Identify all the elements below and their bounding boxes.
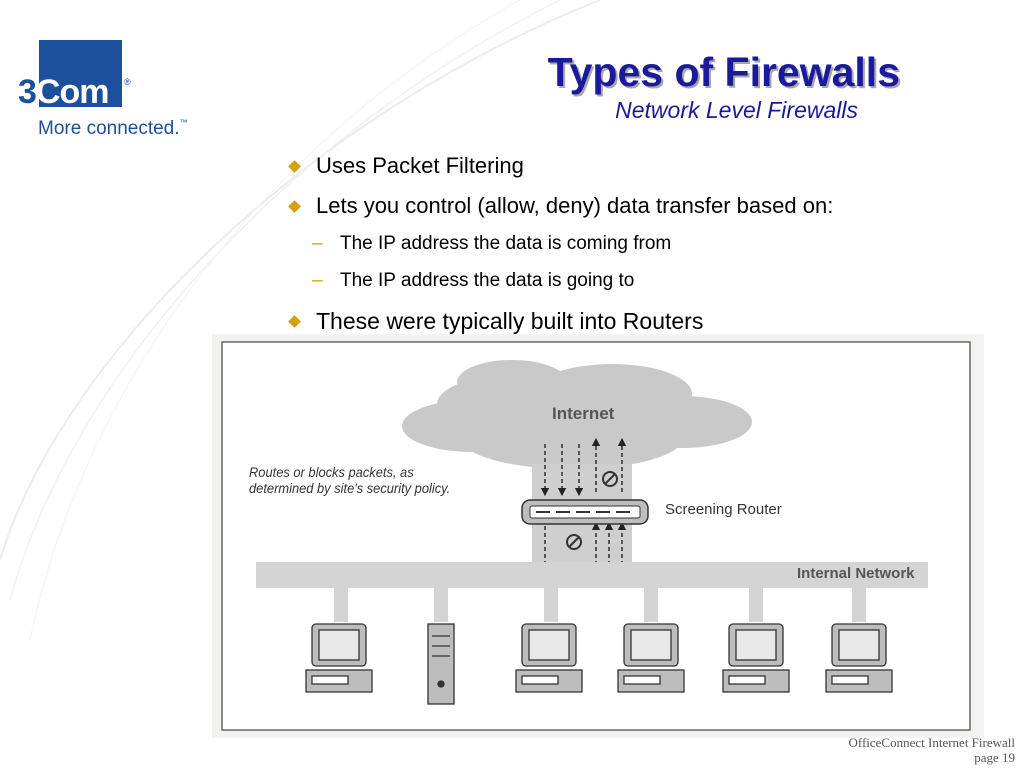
diamond-bullet-icon <box>288 315 301 328</box>
dash-marker: – <box>312 270 323 291</box>
logo-prefix: 3 <box>18 73 37 111</box>
dash-marker: – <box>312 233 323 254</box>
workstation-icon <box>617 623 685 693</box>
registered-mark: ® <box>124 77 131 87</box>
screening-router-icon <box>521 499 649 525</box>
network-diagram: Internet Screening Router Internal Netwo… <box>212 334 984 738</box>
bullet-text: These were typically built into Routers <box>316 308 704 334</box>
diamond-bullet-icon <box>288 160 301 173</box>
slide-subtitle: Network Level Firewalls <box>615 97 858 123</box>
bullet-item: Lets you control (allow, deny) data tran… <box>284 195 833 217</box>
bullet-item: These were typically built into Routers <box>284 310 703 333</box>
network-drops <box>334 588 866 622</box>
bullet-text: Uses Packet Filtering <box>316 153 524 178</box>
sub-bullet-item: – The IP address the data is going to <box>312 270 635 291</box>
diagram-note: Routes or blocks packets, as determined … <box>249 464 451 497</box>
company-logo: 3Com ® More connected.™ <box>18 40 198 140</box>
logo-wordmark: 3Com <box>18 73 110 112</box>
workstation-icon <box>722 623 790 693</box>
bullet-text: Lets you control (allow, deny) data tran… <box>316 193 834 218</box>
internal-network-label: Internal Network <box>797 565 915 582</box>
internal-network-bar <box>256 562 928 588</box>
footer-page-number: page 19 <box>974 749 1015 765</box>
footer-product: OfficeConnect Internet Firewall <box>848 735 1015 750</box>
logo-box <box>39 40 122 107</box>
workstation-icon <box>305 623 373 693</box>
workstation-icon <box>515 623 583 693</box>
bullet-item: Uses Packet Filtering <box>284 155 524 177</box>
sub-bullet-text: The IP address the data is going to <box>340 270 635 291</box>
workstation-icon <box>825 623 893 693</box>
internet-label: Internet <box>552 404 615 423</box>
logo-tagline: More connected.™ <box>38 118 188 140</box>
internet-cloud-icon <box>402 360 752 494</box>
router-label: Screening Router <box>665 501 782 518</box>
server-tower-icon <box>427 623 455 705</box>
sub-bullet-item: – The IP address the data is coming from <box>312 233 672 254</box>
logo-name: Com <box>35 73 110 111</box>
trademark-mark: ™ <box>179 118 188 127</box>
slide-title: Types of Firewalls <box>547 49 900 95</box>
diamond-bullet-icon <box>288 200 301 213</box>
sub-bullet-text: The IP address the data is coming from <box>340 233 672 254</box>
slide-footer: OfficeConnect Internet Firewall page 19 <box>848 735 1015 766</box>
diagram-graphic <box>221 341 971 731</box>
blocked-icon <box>566 471 618 550</box>
tagline-text: More connected. <box>38 118 180 139</box>
